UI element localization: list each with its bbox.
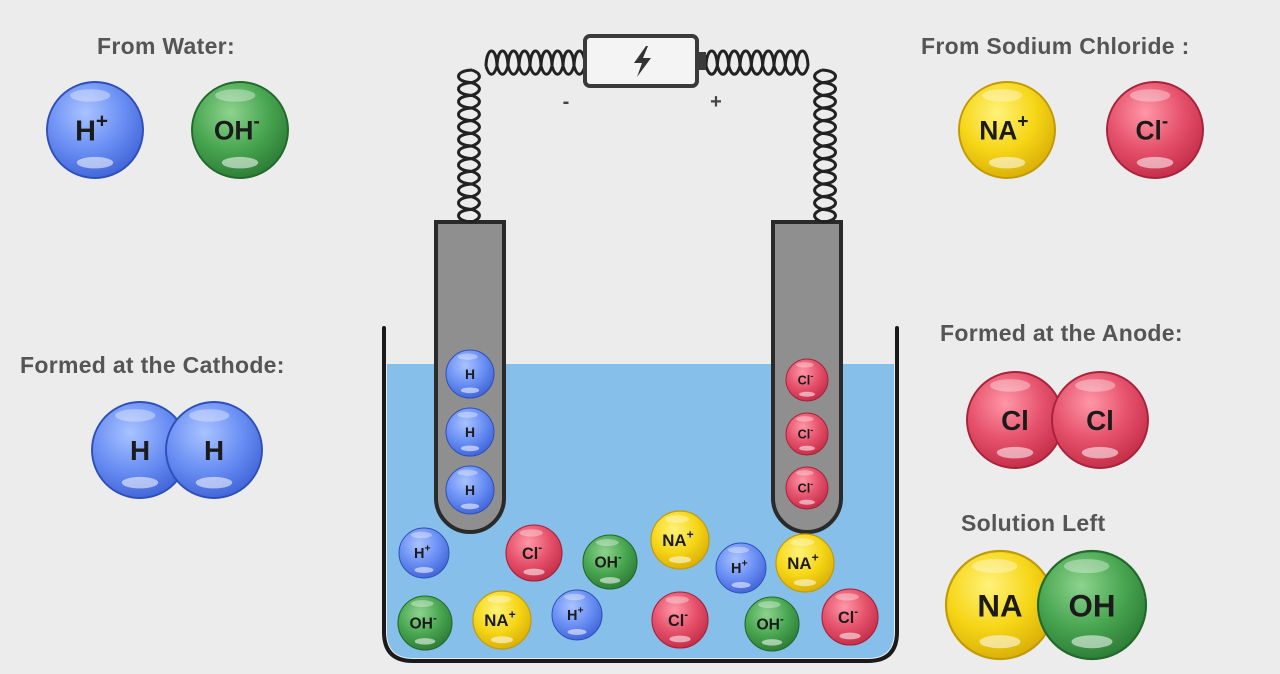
anode-cl-ion-1: Cl-	[785, 358, 829, 402]
cl-ion: Cl-	[651, 591, 709, 649]
cathode-molecule-atom-1-label: H	[130, 435, 150, 466]
na-ion: NA+	[775, 533, 835, 593]
cathode-h-atom-1: H	[445, 349, 495, 399]
cathode-molecule-atom-2: H	[165, 401, 263, 499]
oh-ion-label: OH-	[214, 112, 260, 146]
heading-from-water: From Water:	[97, 33, 235, 59]
h-ion: H+	[715, 542, 767, 594]
cathode-molecule-atom-1: H	[91, 401, 189, 499]
oh-ion: OH-	[397, 595, 453, 651]
oh-ion-label: OH-	[409, 613, 436, 633]
heading-solution-left: Solution Left	[961, 510, 1106, 536]
cl-ion-label: Cl-	[668, 609, 688, 630]
wire-coil-right-side	[813, 68, 837, 224]
na-ion: NA+	[472, 590, 532, 650]
heading-formed-at-anode: Formed at the Anode:	[940, 320, 1183, 346]
oh-ion-label: OH-	[594, 552, 621, 572]
na-ion-label: NA+	[484, 607, 515, 630]
na-ion: NA+	[958, 81, 1056, 179]
oh-ion: OH-	[191, 81, 289, 179]
anode-molecule-atom-2: Cl	[1051, 371, 1149, 469]
na-ion: NA+	[650, 510, 710, 570]
battery-positive-label: +	[710, 91, 722, 113]
wire-coil-left-side	[457, 68, 481, 224]
cathode-molecule-atom-2-label: H	[204, 435, 224, 466]
battery-negative-label: -	[563, 91, 570, 113]
heading-formed-at-cathode: Formed at the Cathode:	[20, 352, 285, 378]
na-ion-label: NA+	[662, 527, 693, 550]
battery: - +	[563, 34, 722, 113]
battery-terminal	[697, 52, 706, 70]
cathode-h-atom-2: H	[445, 407, 495, 457]
anode-cl-ion-2: Cl-	[785, 412, 829, 456]
lightning-bolt-icon	[634, 46, 651, 77]
cl-ion-label: Cl-	[838, 606, 858, 627]
cathode-h-atom-3-label: H	[465, 482, 475, 498]
solution-molecule-atom-1-label: NA	[977, 588, 1022, 623]
wire-coil-right-top	[704, 49, 810, 76]
cathode-h-atom-1-label: H	[465, 366, 475, 382]
cl-ion-label: Cl-	[522, 542, 542, 563]
solution-molecule-atom-2: OH	[1036, 549, 1148, 661]
cathode-h-atom-2-label: H	[465, 424, 475, 440]
cl-ion: Cl-	[821, 588, 879, 646]
solution-molecule-atom-1: NA	[944, 549, 1056, 661]
h-ion: H+	[551, 589, 603, 641]
beaker-outline	[382, 326, 899, 663]
cl-ion-label: Cl-	[798, 425, 814, 442]
cl-ion-label: Cl-	[798, 479, 814, 496]
cathode-h-atom-3: H	[445, 465, 495, 515]
cl-ion: Cl-	[1106, 81, 1204, 179]
cl-ion-label: Cl-	[798, 371, 814, 388]
beaker-water	[387, 364, 894, 658]
solution-molecule-atom-2-label: OH	[1069, 588, 1116, 623]
heading-from-sodium-chloride: From Sodium Chloride :	[921, 33, 1190, 59]
oh-ion: OH-	[582, 534, 638, 590]
oh-ion: OH-	[744, 596, 800, 652]
h-ion: H+	[398, 527, 450, 579]
wire-coil-left-top	[484, 49, 587, 76]
anode-molecule-atom-2-label: Cl	[1086, 405, 1114, 436]
anode-molecule-atom-1-label: Cl	[1001, 405, 1029, 436]
cl-ion: Cl-	[505, 524, 563, 582]
anode-cl-ion-3: Cl-	[785, 466, 829, 510]
oh-ion-label: OH-	[756, 614, 783, 634]
na-ion-label: NA+	[787, 550, 818, 573]
h-ion: H+	[46, 81, 144, 179]
anode-molecule-atom-1: Cl	[966, 371, 1064, 469]
